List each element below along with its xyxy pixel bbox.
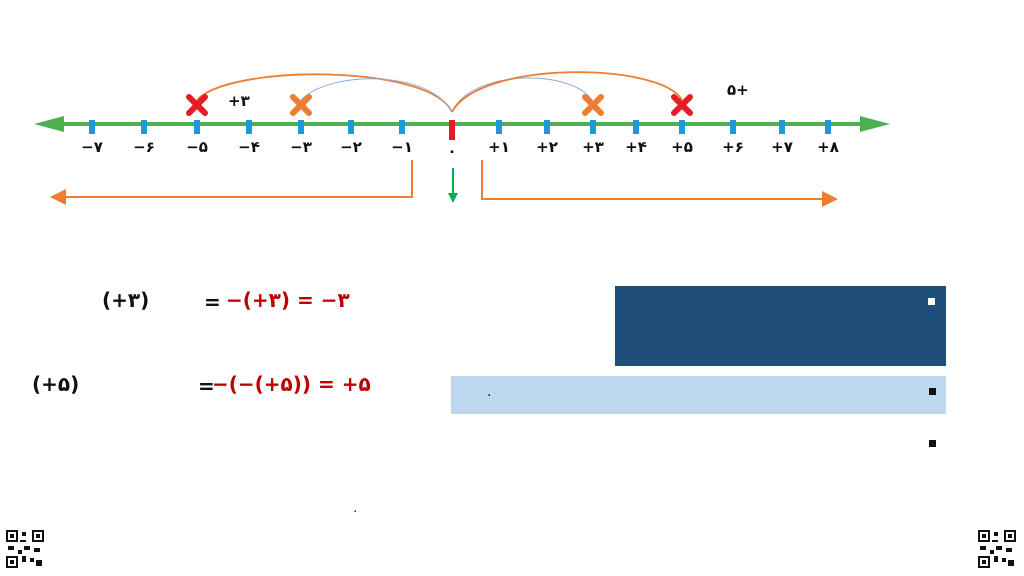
tick-label: +۸ [817, 138, 839, 156]
positive-bracket [481, 160, 838, 207]
tick-label: +۳ [582, 138, 604, 156]
marks-group [186, 94, 693, 116]
tick-mark [590, 120, 596, 134]
arc-zero-to-plus5 [451, 71, 683, 113]
number-line-diagram: −۷ −۶ −۵ −۴ −۳ −۲ −۱ ۰ +۱ +۲ +۳ +۴ +۵ +۶ +۷ +۸ +۳ ۵+ [34, 71, 890, 207]
qr-code-left-icon [6, 530, 44, 568]
ticks-group: −۷ −۶ −۵ −۴ −۳ −۲ −۱ ۰ +۱ +۲ +۳ +۴ +۵ +۶ +۷ +۸ [81, 120, 839, 160]
panel-dark [615, 286, 946, 366]
label-plus5: ۵+ [727, 81, 749, 99]
arc-zero-to-plus3 [451, 77, 593, 113]
stray-dot: . [353, 500, 358, 516]
panel-light: . [451, 376, 946, 414]
tick-mark [825, 120, 831, 134]
bullet-2 [929, 388, 936, 395]
negative-bracket [50, 160, 413, 205]
x-mark-icon [671, 94, 693, 116]
tick-label: −۵ [186, 138, 208, 156]
tick-mark [141, 120, 147, 134]
eq1-left: (+۳) [102, 288, 150, 312]
eq1-equals: = [204, 290, 221, 314]
tick-label: +۱ [488, 138, 510, 156]
eq2-equals: = [198, 374, 215, 398]
eq2-right: −(−(+۵)) = +۵ [212, 372, 371, 396]
tick-mark [544, 120, 550, 134]
tick-mark [496, 120, 502, 134]
arc-minus3-to-zero [300, 78, 453, 113]
tick-label: −۴ [238, 138, 260, 156]
tick-mark [348, 120, 354, 134]
tick-mark [246, 120, 252, 134]
tick-label: +۵ [671, 138, 693, 156]
x-mark-icon [290, 94, 312, 116]
tick-label: −۳ [290, 138, 312, 156]
bullet-3 [929, 440, 936, 447]
tick-label: −۲ [340, 138, 362, 156]
axis-arrow-left [34, 116, 64, 132]
zero-down-arrow-head [448, 193, 458, 203]
tick-label: +۷ [771, 138, 793, 156]
tick-label: +۲ [536, 138, 558, 156]
tick-mark [194, 120, 200, 134]
tick-label: −۱ [391, 138, 413, 156]
tick-mark [633, 120, 639, 134]
tick-label: −۶ [133, 138, 155, 156]
tick-mark [298, 120, 304, 134]
tick-label: +۶ [722, 138, 744, 156]
eq2-left: (+۵) [32, 372, 80, 396]
x-mark-icon [186, 94, 208, 116]
qr-code-right-icon [978, 530, 1016, 568]
bullet-1 [928, 298, 935, 305]
tick-mark [89, 120, 95, 134]
tick-label: ۰ [447, 142, 456, 160]
tick-mark [679, 120, 685, 134]
eq1-right: −(+۳) = −۳ [226, 288, 350, 312]
tick-label: +۴ [625, 138, 647, 156]
x-mark-icon [582, 94, 604, 116]
label-plus3: +۳ [228, 92, 250, 110]
axis-arrow-right [860, 116, 890, 132]
zero-marker [449, 120, 455, 140]
tick-mark [399, 120, 405, 134]
arc-minus5-to-zero [196, 73, 453, 113]
tick-label: −۷ [81, 138, 103, 156]
tick-mark [730, 120, 736, 134]
tick-mark [779, 120, 785, 134]
panel-light-text: . [487, 384, 492, 400]
